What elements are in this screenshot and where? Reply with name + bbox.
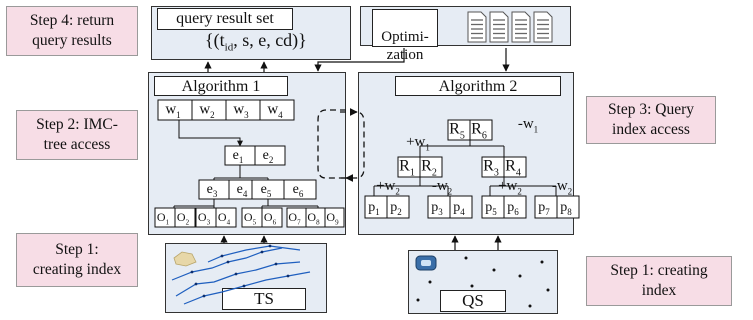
document-icon-1	[467, 11, 487, 43]
step1-right-label: Step 1: creating index	[610, 262, 708, 299]
qs-label: QS	[462, 291, 484, 310]
alg1-e12-node-label: e2	[263, 148, 274, 165]
alg2-leaf-p12: p1 p2	[364, 195, 410, 219]
query-result-title-text: query result set	[176, 10, 274, 27]
step1-left-label: Step 1: creating index	[32, 241, 122, 278]
alg2-leaf-p78-cell	[556, 195, 580, 219]
step3-box: Step 3: Query index access	[586, 96, 716, 144]
alg2-leaf-p12-label: p2	[390, 200, 402, 217]
step1-left-box: Step 1: creating index	[16, 233, 138, 287]
edge-label-minus-w2-right: -w2	[552, 178, 572, 197]
qs-box: QS	[440, 290, 506, 312]
alg2-root-node-cell	[469, 119, 493, 141]
formula-open: {(t	[205, 30, 225, 50]
alg1-e12-node: e1 e2	[224, 145, 286, 166]
edge-label-minus-w1: -w1	[518, 116, 538, 135]
alg2-leaf-p34-cell	[449, 195, 473, 219]
algorithm1-title-text: Algorithm 1	[181, 78, 261, 95]
alg1-leaf-o34-cell	[215, 207, 237, 228]
formula-sub: id	[224, 41, 234, 54]
document-icon-4	[533, 11, 553, 43]
alg2-mid-left-node-cell	[419, 156, 443, 178]
index-arrows	[220, 235, 502, 250]
query-result-title: query result set	[157, 8, 293, 30]
step2-box: Step 2: IMC- tree access	[16, 110, 138, 160]
alg1-e12-node-cell	[254, 145, 286, 166]
alg1-w-row-cell	[259, 99, 295, 121]
step2-label: Step 2: IMC- tree access	[36, 116, 118, 153]
step1-right-box: Step 1: creating index	[586, 256, 732, 306]
alg1-leaf-o12-cell	[174, 207, 196, 228]
alg2-tree-edges	[373, 140, 557, 196]
dashed-loop	[317, 108, 365, 182]
algorithm2-title-text: Algorithm 2	[438, 78, 518, 95]
alg1-e12-node-label: e1	[233, 148, 244, 165]
alg1-e34-node-label: e4	[237, 182, 248, 199]
step4-box: Step 4: return query results	[6, 6, 138, 56]
alg1-e34-node: e3 e4	[198, 179, 260, 200]
alg1-leaf-o789-cell	[324, 207, 345, 228]
alg1-e34-node-label: e3	[207, 182, 218, 199]
edge-label-plus-w2-right: +w2	[498, 178, 522, 197]
qs-points	[415, 255, 550, 308]
alg2-leaf-p12-label: p1	[368, 200, 380, 217]
alg1-e56-node-label: e5	[261, 182, 272, 199]
alg2-leaf-p12-cell	[386, 195, 410, 219]
edge-label-plus-w2-left: +w2	[376, 178, 400, 197]
optimization-box: Optimi- zation	[372, 9, 438, 63]
edge-label-minus-w2-left: -w2	[432, 178, 452, 197]
alg1-e56-node-cell	[283, 179, 317, 200]
alg1-e56-node-label: e6	[293, 182, 304, 199]
alg1-tree-edges	[173, 120, 319, 208]
edge-label-plus-w1: +w1	[406, 134, 430, 153]
ts-box: TS	[222, 288, 306, 310]
query-result-formula: {(tid, s, e, cd)}	[205, 30, 307, 54]
ts-label: TS	[254, 289, 274, 308]
alg2-leaf-p56-cell	[503, 195, 527, 219]
alg1-to-result-arrows	[204, 61, 268, 72]
document-icon-3	[511, 11, 531, 43]
optimization-arrows	[314, 48, 510, 72]
step3-label: Step 3: Query index access	[607, 101, 695, 138]
alg1-e56-node: e5 e6	[251, 179, 317, 200]
step4-label: Step 4: return query results	[29, 12, 115, 49]
formula-rest: , s, e, cd)}	[233, 30, 307, 50]
alg1-leaf-o56-cell	[261, 207, 283, 228]
alg2-mid-right-node-cell	[503, 156, 527, 178]
document-icon	[467, 11, 553, 43]
ts-map-icon	[171, 244, 311, 305]
document-icon-2	[489, 11, 509, 43]
algorithm2-title: Algorithm 2	[395, 76, 561, 96]
optimization-label: Optimi- zation	[381, 29, 429, 63]
algorithm1-title: Algorithm 1	[154, 76, 288, 96]
